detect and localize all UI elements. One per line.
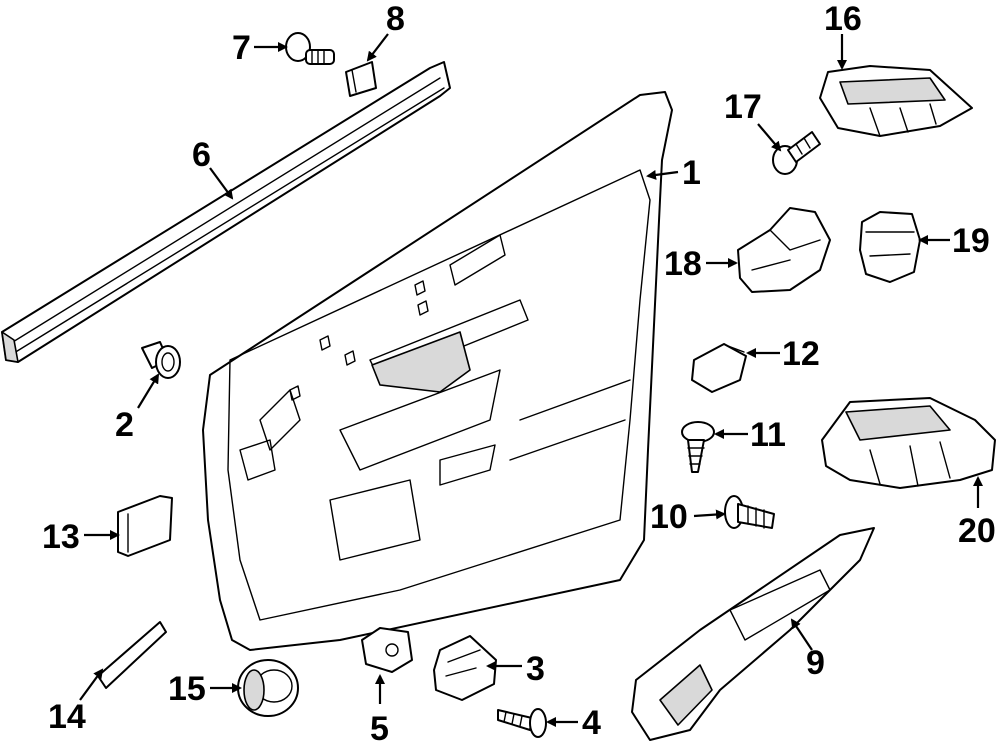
callout-10: 10 xyxy=(650,498,688,536)
clip-nut-part-5 xyxy=(361,627,413,673)
callout-5: 5 xyxy=(370,710,389,745)
callout-labels: 1 2 3 4 5 6 7 8 9 10 11 12 13 14 15 16 1… xyxy=(42,0,996,745)
callout-2: 2 xyxy=(115,406,134,444)
callout-4: 4 xyxy=(582,704,601,742)
callout-1: 1 xyxy=(682,154,701,192)
door-trim-panel-part xyxy=(202,91,673,651)
callout-18: 18 xyxy=(664,245,702,283)
armrest-cover-part-9 xyxy=(631,527,875,741)
bracket-part-3 xyxy=(433,635,497,701)
strip-part-14 xyxy=(97,621,167,689)
master-switch-part-16 xyxy=(819,65,973,137)
push-clip-part-2 xyxy=(141,341,181,379)
switch-part-19 xyxy=(859,211,921,283)
screw-part-4 xyxy=(497,708,547,738)
callout-14: 14 xyxy=(48,698,86,736)
callout-3: 3 xyxy=(526,650,545,688)
clip-part-8 xyxy=(345,61,377,97)
callout-6: 6 xyxy=(192,136,211,174)
callout-7: 7 xyxy=(232,29,251,67)
callout-15: 15 xyxy=(168,670,206,708)
pad-part-13 xyxy=(117,495,173,557)
bolt-part-10 xyxy=(724,495,775,529)
callout-19: 19 xyxy=(952,222,990,260)
belt-weatherstrip-part xyxy=(1,61,451,363)
callout-13: 13 xyxy=(42,518,80,556)
switch-panel-part-20 xyxy=(821,397,996,489)
callout-17: 17 xyxy=(724,88,762,126)
callout-12: 12 xyxy=(782,335,820,373)
switch-bezel-part-12 xyxy=(691,343,747,393)
callout-20: 20 xyxy=(958,512,996,550)
screw-part-11 xyxy=(681,421,715,473)
leader-arrows xyxy=(79,33,983,727)
callout-8: 8 xyxy=(386,0,405,38)
grommet-part-15 xyxy=(237,659,299,717)
switch-part-18 xyxy=(737,207,831,293)
callout-16: 16 xyxy=(824,0,862,38)
bolt-part-17 xyxy=(772,131,821,175)
callout-11: 11 xyxy=(750,416,786,454)
callout-9: 9 xyxy=(806,644,825,682)
bolt-part-7 xyxy=(285,32,335,65)
